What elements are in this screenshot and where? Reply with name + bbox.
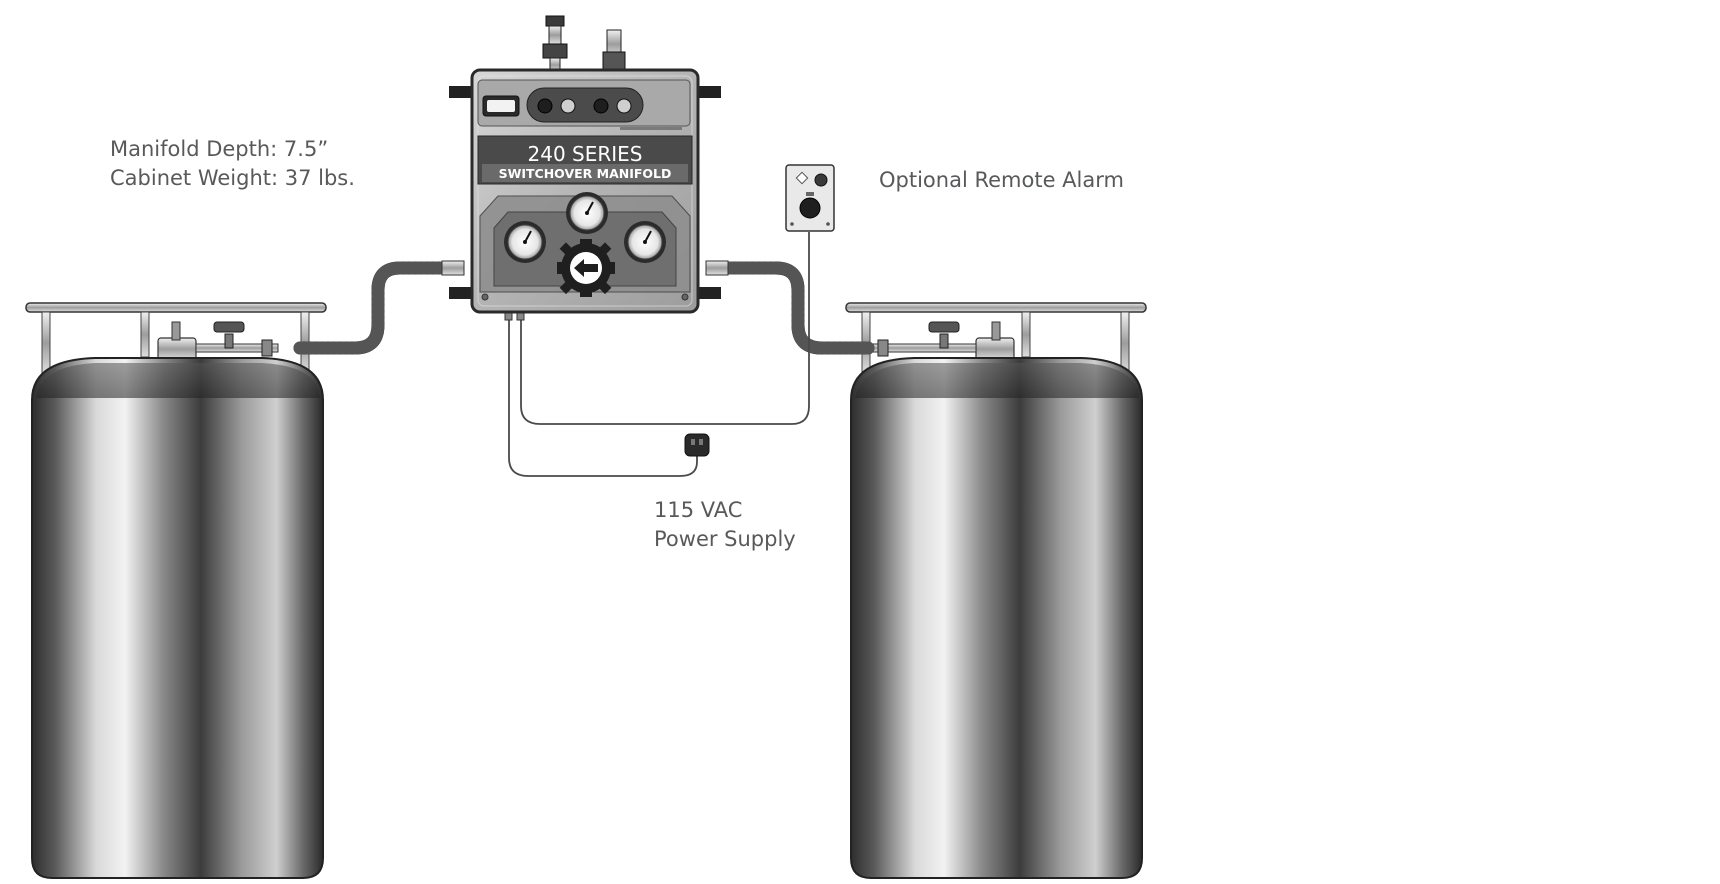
right-cylinder-handwheel [928,321,960,333]
left-cylinder-handwheel [213,321,245,333]
mounting-tab [697,287,721,299]
right-cylinder-top-rail [845,302,1147,313]
left-cylinder-outlet-pipe [195,343,279,353]
left-inlet-fitting [441,260,465,276]
mounting-tab [697,86,721,98]
indicator-light-icon [537,98,553,114]
spec-labels: Manifold Depth: 7.5” Cabinet Weight: 37 … [110,135,355,193]
left-cylinder-fitting [261,339,273,357]
left-cylinder [25,302,327,879]
left-cylinder-top-rail [25,302,327,313]
right-cylinder-valve-stem [991,321,1001,341]
right-inlet-fitting [705,260,729,276]
left-cylinder-post [41,311,51,375]
right-cylinder-shoulder [855,363,1139,398]
remote-alarm-label: Optional Remote Alarm [879,168,1124,192]
right-cylinder-valve-stem [939,333,949,349]
right-flex-hose-ribbing [713,261,875,355]
mounting-tab [449,287,473,299]
right-cylinder-valve-body [975,337,1015,361]
selector-knob-icon [557,239,615,297]
top-outlet-fitting [602,51,626,71]
control-pod [526,87,644,123]
screw-icon [681,293,689,301]
screw-icon [826,222,830,226]
cabinet-weight-label: Cabinet Weight: 37 lbs. [110,166,355,190]
right-cylinder-body [850,357,1143,879]
center-pressure-gauge-icon [566,192,608,234]
arrow-left-icon [574,259,598,277]
left-cylinder-post [140,311,150,358]
left-cylinder-body [31,357,324,879]
right-cylinder [845,302,1147,879]
power-supply-labels: 115 VAC Power Supply [654,496,796,554]
top-relief-fitting [542,43,568,59]
right-cylinder-post [1120,311,1130,375]
left-flex-hose-ribbing [293,261,457,355]
power-supply-label: Power Supply [654,527,796,551]
alarm-switch-icon [806,192,814,196]
top-relief-fitting [548,25,562,45]
remote-alarm-box [785,164,835,232]
indicator-light-icon [616,98,632,114]
right-pressure-gauge-icon [624,221,666,263]
indicator-light-icon [560,98,576,114]
manifold-name-text: SWITCHOVER MANIFOLD [499,166,672,181]
left-cylinder-valve-stem [224,333,234,349]
left-pressure-gauge-icon [504,221,546,263]
brand-logo [487,100,515,112]
switchover-manifold: 240 SERIES SWITCHOVER MANIFOLD [449,15,721,314]
power-plug-icon [684,433,710,457]
alarm-indicator-icon [795,171,809,185]
manifold-series-text: 240 SERIES [528,142,643,166]
right-cylinder-fitting [877,339,889,357]
left-cylinder-shoulder [36,363,320,398]
alarm-buzzer-icon [799,197,821,219]
right-cylinder-post [1021,311,1031,358]
top-relief-fitting [545,15,565,27]
power-cable [508,318,698,477]
wires [504,232,810,477]
hoses [293,260,875,355]
mounting-tab [449,86,473,98]
remote-alarm-cable [520,232,810,425]
power-voltage-label: 115 VAC [654,498,743,522]
left-cylinder-valve-stem [171,321,181,341]
left-cylinder-valve-body [157,337,197,361]
alarm-light-icon [814,173,828,187]
screw-icon [481,293,489,301]
manifold-depth-label: Manifold Depth: 7.5” [110,137,329,161]
indicator-light-icon [593,98,609,114]
screw-icon [790,222,794,226]
